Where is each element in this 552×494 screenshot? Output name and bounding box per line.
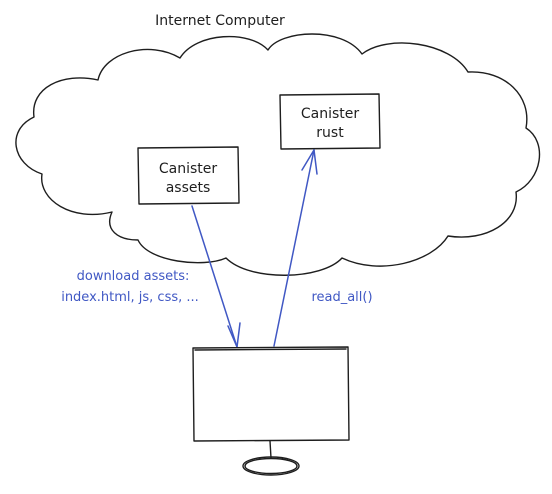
download-label-line1: download assets: <box>77 269 190 284</box>
canister-assets-box: Canister assets <box>137 146 240 205</box>
canister-rust-label-line1: Canister <box>301 106 360 122</box>
cloud-title: Internet Computer <box>155 13 285 29</box>
canister-rust-label-line2: rust <box>316 125 344 141</box>
canister-rust-box: Canister rust <box>279 93 381 150</box>
download-arrow <box>191 205 241 348</box>
read-all-label: read_all() <box>311 290 372 305</box>
download-label-line2: index.html, js, css, ... <box>61 290 199 305</box>
read-all-arrow <box>273 149 318 347</box>
canister-assets-label-line2: assets <box>166 180 211 196</box>
canister-assets-label-line1: Canister <box>159 161 218 177</box>
monitor-icon <box>192 346 350 476</box>
internet-computer-cloud <box>15 33 541 276</box>
